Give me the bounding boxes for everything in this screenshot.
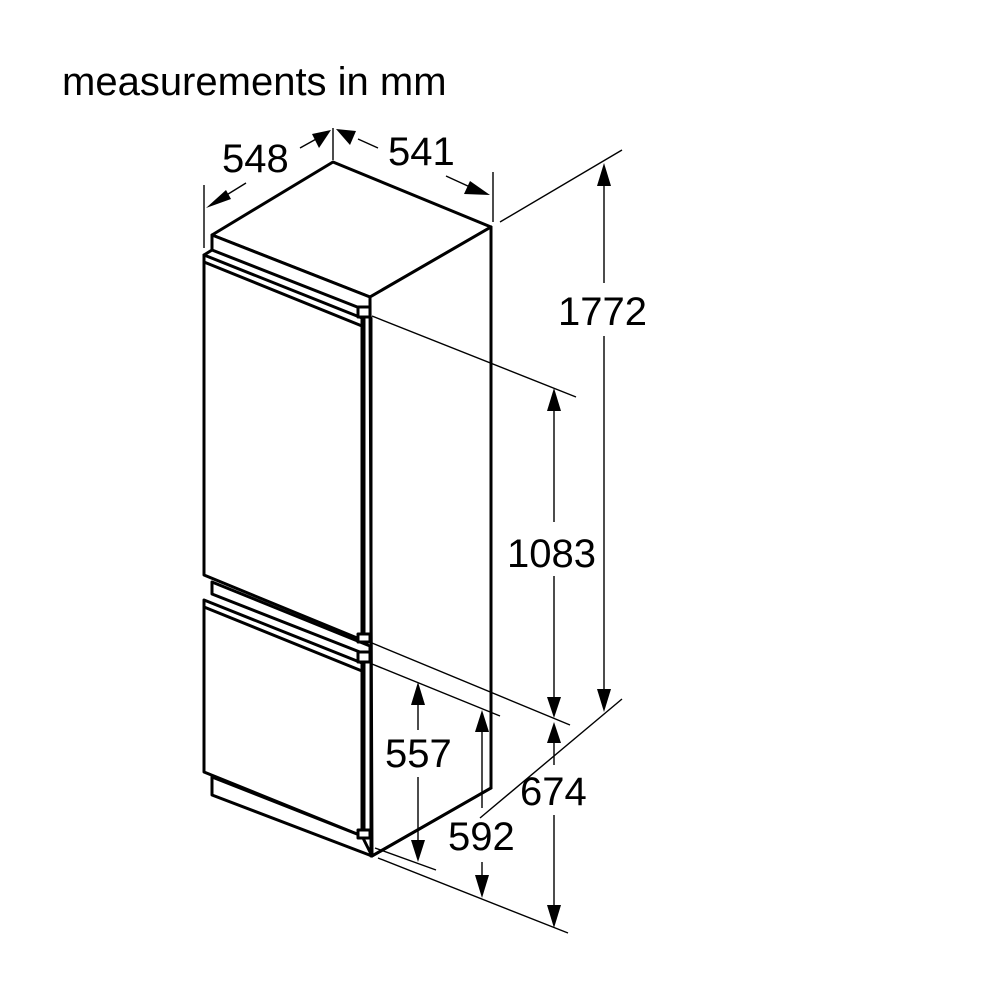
height-dimension-lines: [371, 149, 623, 934]
fridge-body: [202, 160, 493, 858]
upper-hinge: [356, 305, 372, 319]
dim-lower-height-557: 557: [385, 732, 452, 776]
middle-hinge-bottom: [356, 650, 372, 664]
dim-total-height-1772: 1772: [558, 290, 647, 334]
upper-door: [202, 253, 364, 642]
top-dimension-lines: [203, 128, 494, 248]
bottom-hinge: [356, 828, 372, 840]
dim-lower-height-674: 674: [520, 770, 587, 814]
diagram-title: measurements in mm: [62, 60, 447, 104]
dim-width-541: 541: [388, 130, 455, 174]
dim-lower-height-592: 592: [448, 815, 515, 859]
middle-hinge-top: [356, 632, 372, 644]
dim-depth-548: 548: [222, 137, 289, 181]
dim-upper-height-1083: 1083: [507, 532, 596, 576]
